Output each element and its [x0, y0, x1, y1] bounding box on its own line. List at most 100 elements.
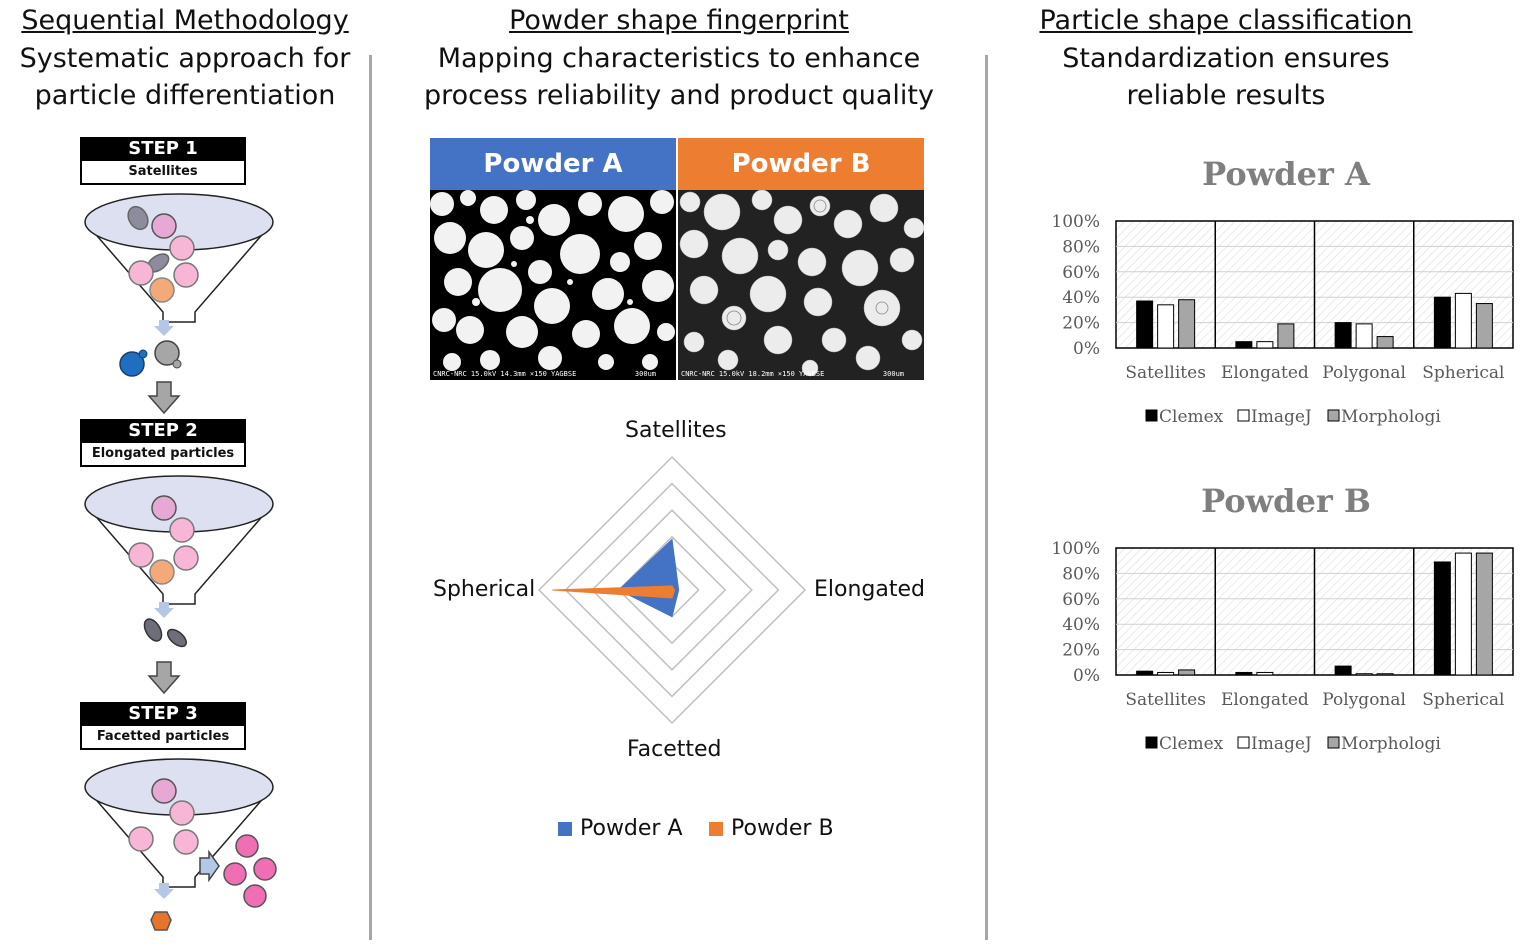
bar-clemex [1334, 665, 1352, 676]
radar-chart [537, 455, 807, 725]
bar-morphologi [1178, 299, 1196, 349]
methodology-subtitle-2: particle differentiation [34, 80, 336, 111]
y-tick-label: 40% [1062, 615, 1100, 635]
powder-b-header: Powder B [678, 138, 924, 190]
legend-label: Morphologi [1341, 734, 1441, 754]
legend-swatch [1237, 736, 1250, 749]
bar-morphologi [1376, 336, 1394, 349]
down-arrow-icon [147, 661, 181, 695]
step-1-label: Satellites [80, 161, 246, 185]
radar-axis-label: Facetted [627, 737, 722, 762]
legend-label: Powder B [731, 816, 834, 841]
funnel-3-diagram [84, 758, 277, 931]
down-arrow-icon [147, 381, 181, 415]
y-tick-label: 0% [1073, 666, 1100, 686]
bar-morphologi [1376, 673, 1394, 676]
bar-imagej [1454, 292, 1472, 349]
legend-label: Powder A [580, 816, 683, 841]
radar-axis-label: Spherical [433, 577, 536, 602]
legend-swatch [1145, 409, 1158, 422]
legend-label: ImageJ [1251, 734, 1312, 754]
radar-axis-label: Satellites [625, 418, 727, 443]
legend-label: Clemex [1159, 734, 1224, 754]
powder-b-sem-caption: CNRC-NRC 15.0kV 18.2mm ×150 YAGBSE [681, 370, 825, 378]
bar-chart-a-title: Powder A [1202, 155, 1370, 193]
y-tick-label: 40% [1062, 288, 1100, 308]
radar-grid-ring [617, 535, 727, 645]
bar-clemex [1334, 322, 1352, 349]
powder-a-particles [430, 190, 675, 371]
y-tick-label: 100% [1051, 212, 1100, 232]
classification-title: Particle shape classification [1039, 5, 1413, 36]
step-3-label: Facetted particles [80, 726, 246, 750]
classification-subtitle-1: Standardization ensures [1062, 43, 1390, 74]
powder-a-sem-scale: 300um [634, 370, 656, 378]
radar-grid-ring [564, 482, 780, 698]
x-category-label: Spherical [1422, 363, 1504, 383]
funnel-2-diagram [84, 475, 274, 648]
funnel-1-diagram [84, 193, 274, 377]
bar-clemex [1136, 670, 1154, 676]
y-tick-label: 80% [1062, 237, 1100, 257]
bar-morphologi [1475, 303, 1493, 349]
fingerprint-title: Powder shape fingerprint [509, 5, 849, 36]
radar-legend-powder-a: Powder A [558, 816, 683, 841]
x-category-label: Satellites [1125, 363, 1206, 383]
x-category-label: Polygonal [1322, 363, 1406, 383]
step-2-heading: STEP 2 [80, 419, 246, 443]
classification-panel: Particle shape classification Standardiz… [988, 0, 1524, 949]
y-tick-label: 20% [1062, 641, 1100, 661]
methodology-title: Sequential Methodology [21, 5, 349, 36]
powder-b-sem-scale: 300um [882, 370, 904, 378]
y-tick-label: 20% [1062, 314, 1100, 334]
legend-swatch [1327, 409, 1340, 422]
bar-chart-b-title: Powder B [1201, 482, 1371, 520]
radar-series-powder-b [552, 585, 676, 599]
radar-grid-ring [537, 455, 807, 725]
bar-imagej [1355, 323, 1373, 349]
powder-a-sem-caption: CNRC-NRC 15.0kV 14.3mm ×150 YAGBSE [433, 370, 577, 378]
step-1-box: STEP 1 Satellites [80, 137, 246, 185]
step-1-heading: STEP 1 [80, 137, 246, 161]
x-category-label: Spherical [1422, 690, 1504, 710]
y-tick-label: 100% [1051, 539, 1100, 559]
fingerprint-panel: Powder shape fingerprint Mapping charact… [372, 0, 986, 949]
bar-clemex [1136, 300, 1154, 349]
legend-label: ImageJ [1251, 407, 1312, 427]
bar-clemex [1433, 296, 1451, 349]
bar-imagej [1157, 304, 1175, 349]
satellite-particle [127, 205, 149, 231]
x-category-label: Elongated [1221, 690, 1309, 710]
step-3-box: STEP 3 Facetted particles [80, 702, 246, 750]
radar-axis-label: Elongated [814, 577, 925, 602]
legend-swatch [558, 821, 572, 836]
legend-label: Clemex [1159, 407, 1224, 427]
classification-subtitle-2: reliable results [1126, 80, 1326, 111]
fingerprint-subtitle-2: process reliability and product quality [424, 80, 934, 111]
bar-morphologi [1277, 323, 1295, 349]
bar-clemex [1433, 561, 1451, 676]
bar-imagej [1256, 671, 1274, 676]
legend-swatch [1327, 736, 1340, 749]
step-2-box: STEP 2 Elongated particles [80, 419, 246, 467]
bar-clemex [1235, 341, 1253, 349]
methodology-panel: Sequential Methodology Systematic approa… [0, 0, 370, 949]
x-category-label: Elongated [1221, 363, 1309, 383]
methodology-subtitle-1: Systematic approach for [19, 43, 351, 74]
step-3-heading: STEP 3 [80, 702, 246, 726]
legend-swatch [709, 821, 723, 836]
radar-legend-powder-b: Powder B [709, 816, 834, 841]
powder-b-particles [679, 190, 924, 377]
panel-divider-left [369, 55, 372, 940]
y-tick-label: 0% [1073, 339, 1100, 359]
radar-grid-ring [591, 509, 753, 671]
powder-b-sem-image: CNRC-NRC 15.0kV 18.2mm ×150 YAGBSE 300um [678, 190, 924, 380]
fingerprint-subtitle-1: Mapping characteristics to enhance [437, 43, 921, 74]
step-2-label: Elongated particles [80, 443, 246, 467]
bar-morphologi [1178, 669, 1196, 676]
radar-series-powder-a [617, 538, 680, 618]
bar-imagej [1157, 671, 1175, 676]
x-category-label: Polygonal [1322, 690, 1406, 710]
